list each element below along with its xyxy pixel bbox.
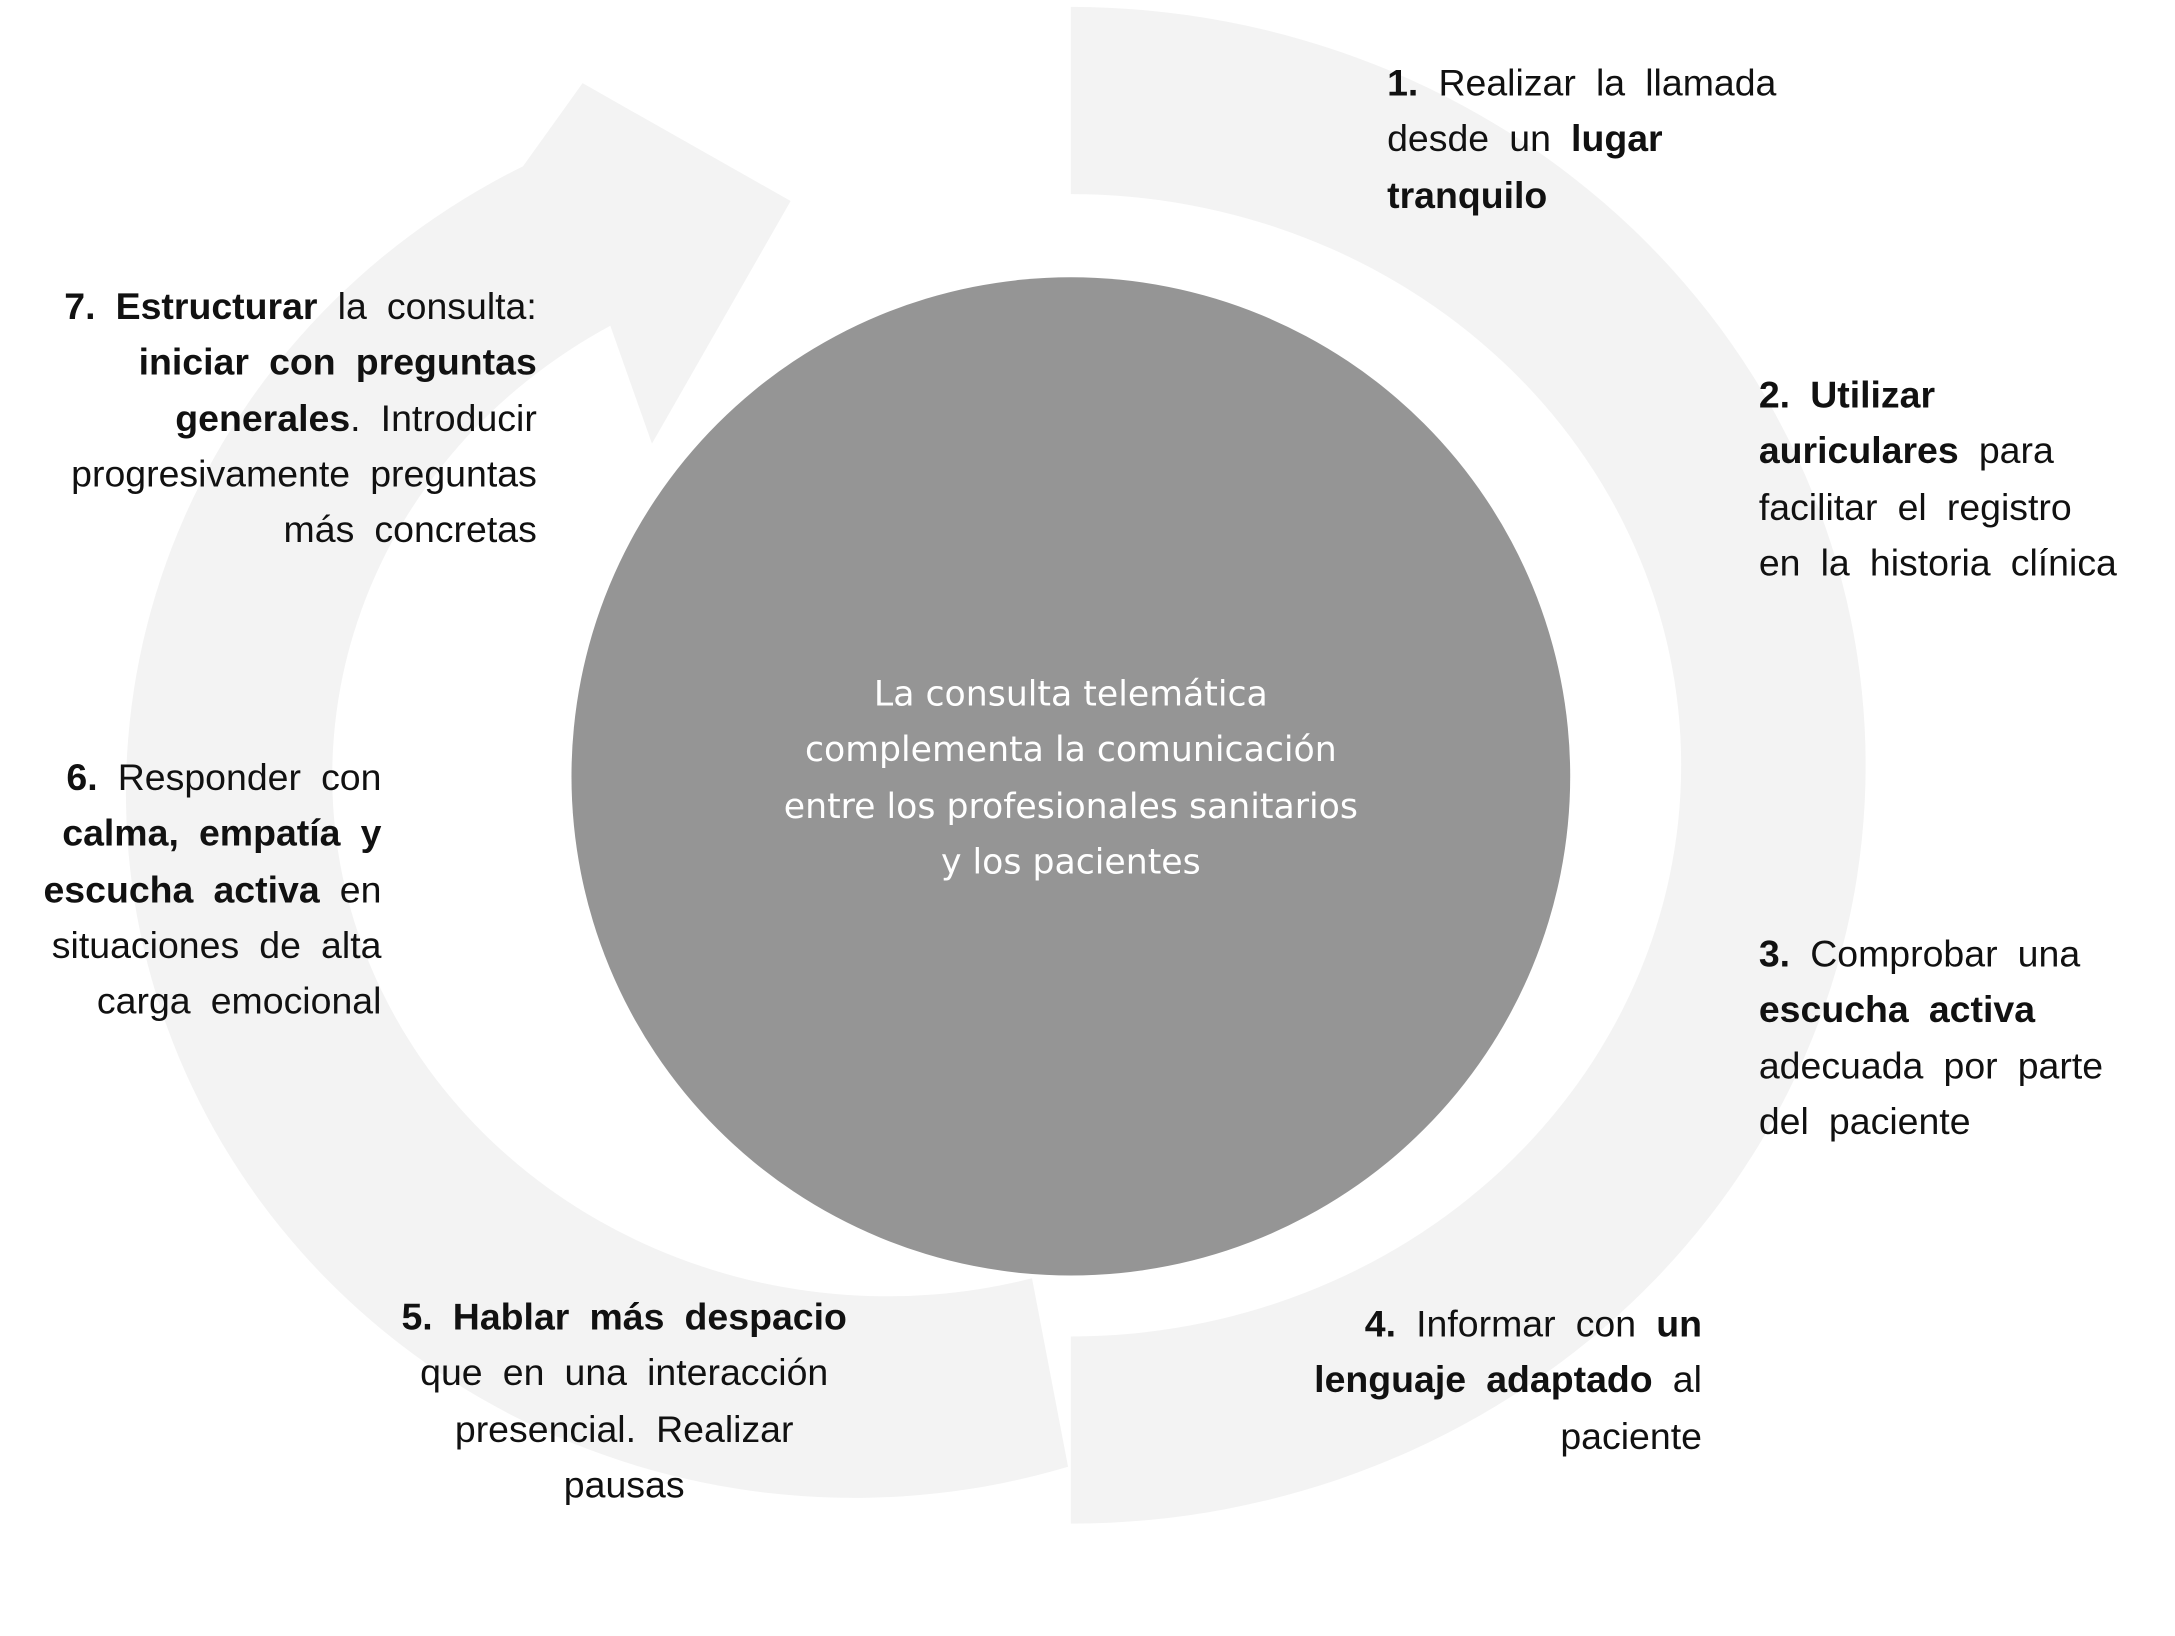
right-cycle-arrow bbox=[1070, 6, 1866, 1524]
text: en bbox=[319, 868, 382, 911]
left-cycle-arrow bbox=[125, 83, 1069, 1498]
step-line: situaciones de alta bbox=[43, 918, 382, 974]
text: más concretas bbox=[283, 509, 537, 551]
text: carga emocional bbox=[96, 980, 382, 1023]
bold-text: escucha activa bbox=[43, 868, 320, 911]
text: presencial. Realizar bbox=[454, 1408, 794, 1450]
step-line: facilitar el registro bbox=[1759, 479, 2117, 535]
step-line: 1. Realizar la llamada bbox=[1387, 55, 1776, 111]
bold-text: escucha activa bbox=[1758, 988, 2036, 1031]
text: que en una interacción bbox=[420, 1352, 829, 1394]
bold-text: auriculares bbox=[1758, 430, 1959, 472]
step-3-text: 3. Comprobar una escucha activa adecuada p… bbox=[1759, 926, 2103, 1149]
step-line: que en una interacción bbox=[347, 1345, 902, 1401]
step-line: más concretas bbox=[64, 502, 537, 558]
step-line: paciente bbox=[1314, 1408, 1702, 1464]
bold-text: 1. bbox=[1387, 62, 1419, 104]
step-line: presencial. Realizar bbox=[347, 1401, 902, 1457]
center-line: entre los profesionales sanitarios bbox=[783, 785, 1358, 826]
bold-text: 4. bbox=[1364, 1303, 1397, 1345]
text: Informar con bbox=[1396, 1303, 1657, 1345]
text: la consulta: bbox=[317, 285, 537, 328]
step-line: pausas bbox=[347, 1457, 902, 1513]
step-6-text: 6. Responder con calma, empatía y escucha … bbox=[43, 750, 381, 1029]
step-line: carga emocional bbox=[43, 974, 382, 1030]
step-line: 2. Utilizar bbox=[1759, 367, 2117, 423]
step-line: progresivamente preguntas bbox=[64, 446, 537, 502]
text: progresivamente preguntas bbox=[71, 453, 537, 495]
step-line: escucha activa bbox=[1759, 982, 2103, 1038]
text: Comprobar una bbox=[1790, 933, 2081, 975]
step-line: calma, empatía y bbox=[43, 806, 381, 862]
step-line: 4. Informar con un bbox=[1314, 1296, 1702, 1352]
step-line: tranquilo bbox=[1387, 167, 1776, 223]
bold-text: un bbox=[1656, 1303, 1702, 1345]
text: Realizar la llamada bbox=[1418, 62, 1777, 104]
bold-text: generales bbox=[175, 397, 351, 439]
text: pausas bbox=[563, 1463, 685, 1506]
center-line: complementa la comunicación bbox=[804, 729, 1337, 770]
center-line: y los pacientes bbox=[940, 841, 1201, 882]
step-line: auriculares para bbox=[1759, 423, 2117, 479]
step-line: escucha activa en bbox=[43, 862, 381, 918]
step-line: 5. Hablar más despacio bbox=[347, 1289, 902, 1345]
bold-text: tranquilo bbox=[1387, 174, 1548, 216]
text: en la historia clínica bbox=[1758, 541, 2117, 584]
text: . Introducir bbox=[350, 397, 537, 439]
step-5-text: 5. Hablar más despacio que en una interac… bbox=[347, 1289, 902, 1512]
text: Responder con bbox=[97, 756, 382, 799]
step-2-text: 2. Utilizar auriculares para facilitar el … bbox=[1759, 367, 2117, 590]
bold-text: iniciar con preguntas bbox=[138, 341, 537, 384]
bold-text: 6. bbox=[66, 756, 98, 799]
text: al bbox=[1652, 1359, 1702, 1401]
step-line: desde un lugar bbox=[1387, 111, 1776, 167]
bold-text: calma, empatía y bbox=[62, 812, 382, 855]
bold-text: lugar bbox=[1571, 118, 1663, 160]
bold-text: lenguaje adaptado bbox=[1314, 1359, 1653, 1401]
step-line: 7. Estructurar la consulta: bbox=[64, 279, 537, 335]
step-line: lenguaje adaptado al bbox=[1314, 1352, 1702, 1408]
text: desde un bbox=[1387, 118, 1572, 160]
step-line: iniciar con preguntas bbox=[64, 335, 537, 391]
center-message: La consulta telemática complementa la co… bbox=[724, 667, 1418, 890]
center-line: La consulta telemática bbox=[873, 673, 1268, 714]
text: paciente bbox=[1560, 1414, 1702, 1457]
step-7-text: 7. Estructurar la consulta: iniciar con p… bbox=[64, 279, 537, 558]
text: facilitar el registro bbox=[1758, 486, 2072, 528]
bold-text: 2. Utilizar bbox=[1758, 374, 1936, 416]
text: para bbox=[1958, 430, 2054, 472]
bold-text: 7. Estructurar bbox=[64, 285, 318, 328]
step-line: en la historia clínica bbox=[1759, 535, 2117, 591]
step-line: 3. Comprobar una bbox=[1759, 926, 2103, 982]
step-line: generales. Introducir bbox=[64, 390, 537, 446]
text: del paciente bbox=[1758, 1100, 1971, 1143]
step-line: del paciente bbox=[1759, 1094, 2103, 1150]
bold-text: 5. Hablar más despacio bbox=[401, 1296, 847, 1338]
step-line: adecuada por parte bbox=[1759, 1038, 2103, 1094]
step-line: 6. Responder con bbox=[43, 750, 381, 806]
text: situaciones de alta bbox=[51, 924, 382, 967]
bold-text: 3. bbox=[1758, 933, 1791, 975]
text: adecuada por parte bbox=[1758, 1044, 2104, 1087]
center-circle bbox=[571, 277, 1571, 1276]
